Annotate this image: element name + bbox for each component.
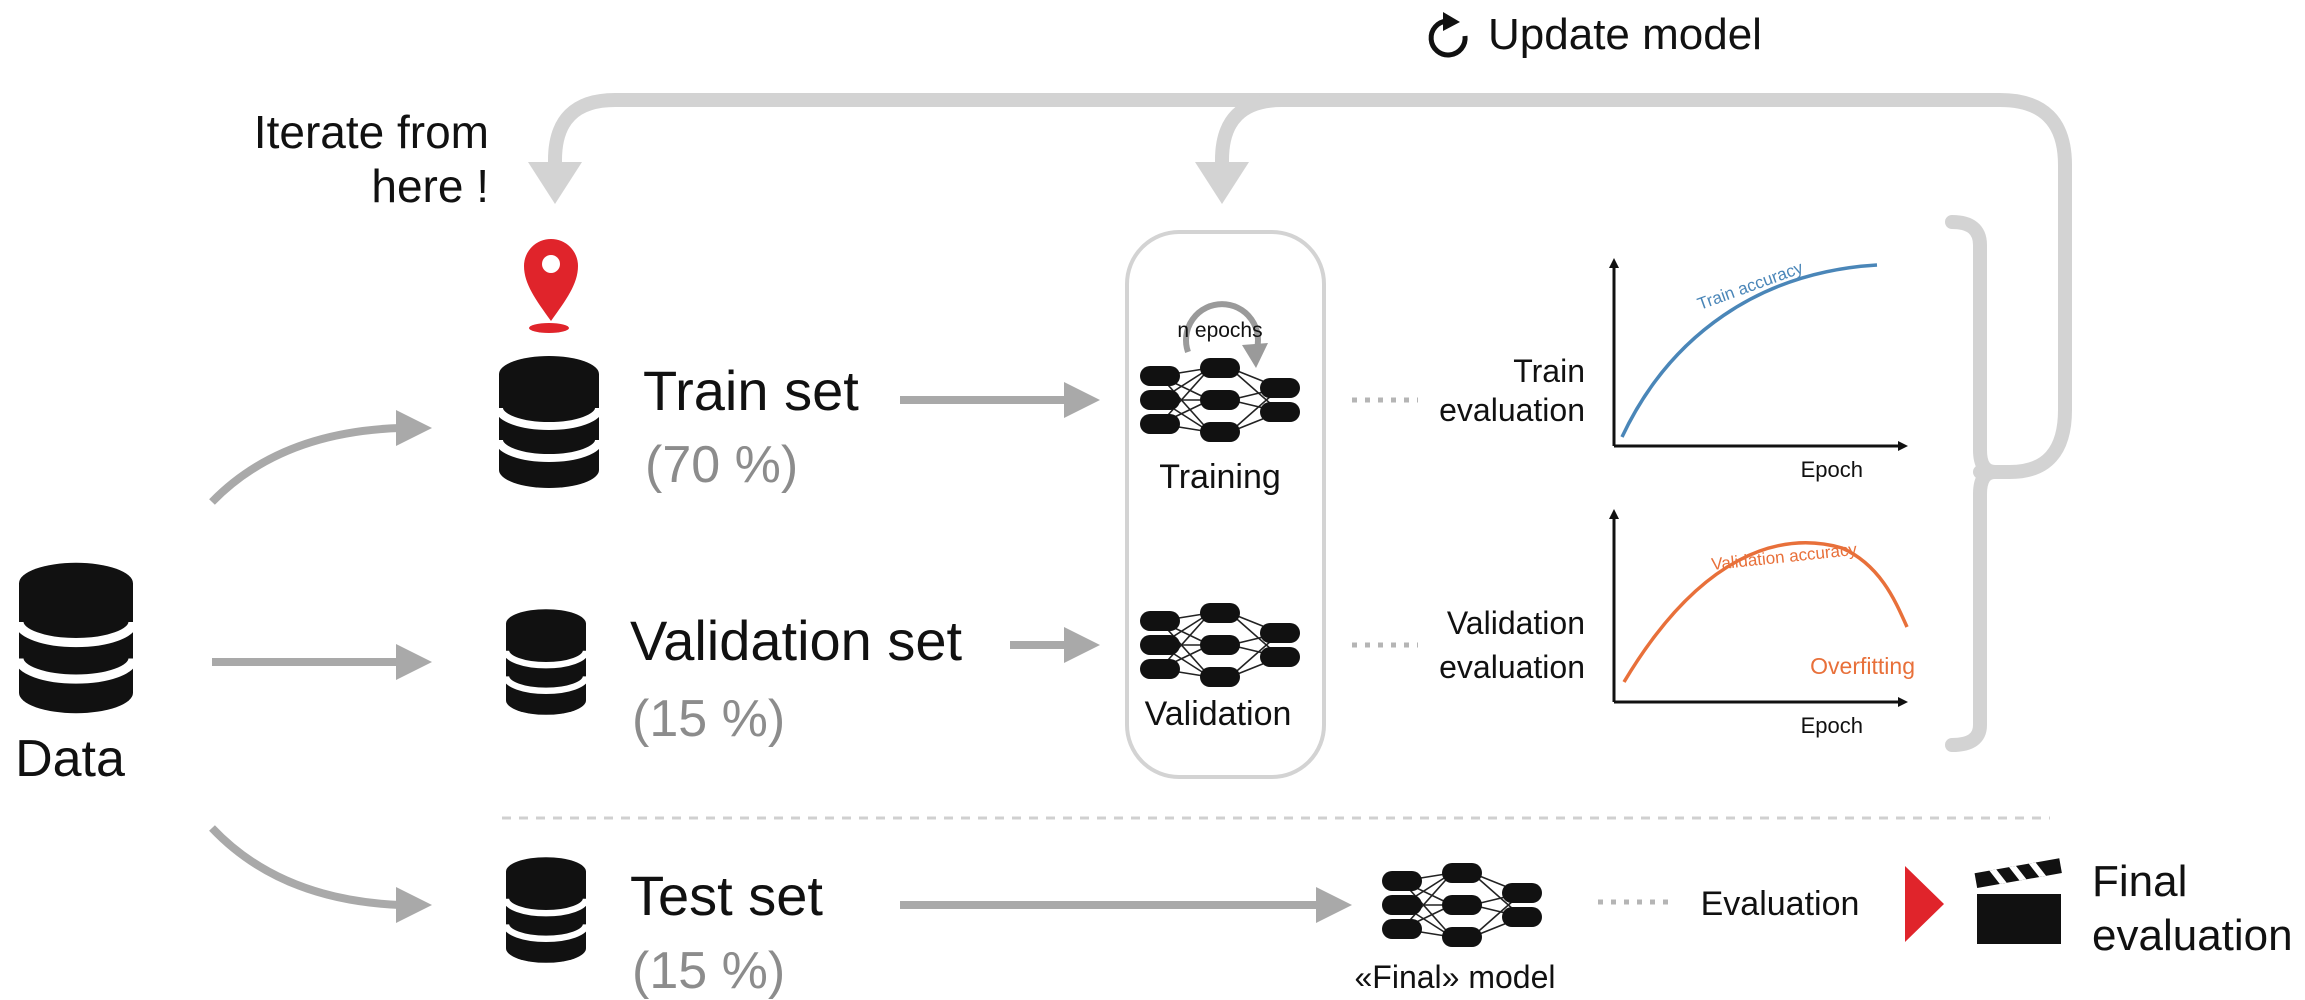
test-evaluation-label: Evaluation <box>1701 885 1860 923</box>
data-database-icon <box>19 563 133 713</box>
validation-label: Validation <box>1145 695 1292 733</box>
test-set-percentage: (15 %) <box>632 942 785 1000</box>
validation-accuracy-chart: Validation accuracy Overfitting Epoch <box>1609 509 1915 738</box>
validation-set-percentage: (15 %) <box>632 690 785 748</box>
train-accuracy-curve-label: Train accuracy <box>1695 258 1806 314</box>
final-evaluation-line2: evaluation <box>2092 911 2293 960</box>
validation-set-label: Validation set <box>630 609 963 672</box>
epochs-label: n epochs <box>1177 319 1262 342</box>
validation-eval-line2: evaluation <box>1439 649 1585 685</box>
validation-set-database-icon <box>506 609 586 715</box>
validation-eval-line1: Validation <box>1447 605 1585 641</box>
data-label: Data <box>15 730 125 788</box>
final-evaluation-line1: Final <box>2092 857 2187 906</box>
refresh-icon <box>1428 12 1468 58</box>
epoch-loop-arrow-icon <box>1183 301 1268 368</box>
test-set-database-icon <box>506 857 586 963</box>
train-to-training-arrow <box>900 382 1100 418</box>
training-validation-box <box>1125 230 1326 779</box>
val-chart-xlabel: Epoch <box>1801 713 1863 738</box>
clapperboard-icon <box>1974 858 2062 944</box>
split-arrows <box>209 410 432 923</box>
training-arrowhead <box>1195 162 1249 204</box>
test-set-label: Test set <box>630 864 823 927</box>
validation-accuracy-curve <box>1622 541 1909 683</box>
update-model-label: Update model <box>1488 10 1762 59</box>
charts-bracket <box>1945 215 2002 752</box>
test-to-final-model-arrow <box>900 887 1352 923</box>
training-network-icon <box>1139 357 1301 443</box>
iterate-arrowhead <box>528 162 582 204</box>
train-eval-line2: evaluation <box>1439 392 1585 428</box>
play-triangle-icon <box>1905 866 1944 942</box>
iterate-label-line2: here ! <box>371 160 489 212</box>
train-set-database-icon <box>499 356 599 488</box>
validation-network-icon <box>1139 602 1301 688</box>
iterate-label-line1: Iterate from <box>254 106 489 158</box>
train-eval-line1: Train <box>1513 353 1585 389</box>
overfitting-annotation: Overfitting <box>1810 653 1915 679</box>
training-label: Training <box>1159 458 1281 496</box>
train-set-percentage: (70 %) <box>645 436 798 494</box>
train-accuracy-chart: Train accuracy Epoch <box>1609 258 1908 482</box>
final-model-network-icon <box>1381 862 1543 948</box>
update-model-loop <box>528 93 2072 479</box>
location-pin-icon <box>524 239 578 333</box>
final-model-label: «Final» model <box>1355 959 1556 995</box>
train-set-label: Train set <box>643 359 859 422</box>
train-chart-xlabel: Epoch <box>1801 457 1863 482</box>
validation-to-net-arrow <box>1010 627 1100 663</box>
train-accuracy-curve <box>1620 263 1878 438</box>
